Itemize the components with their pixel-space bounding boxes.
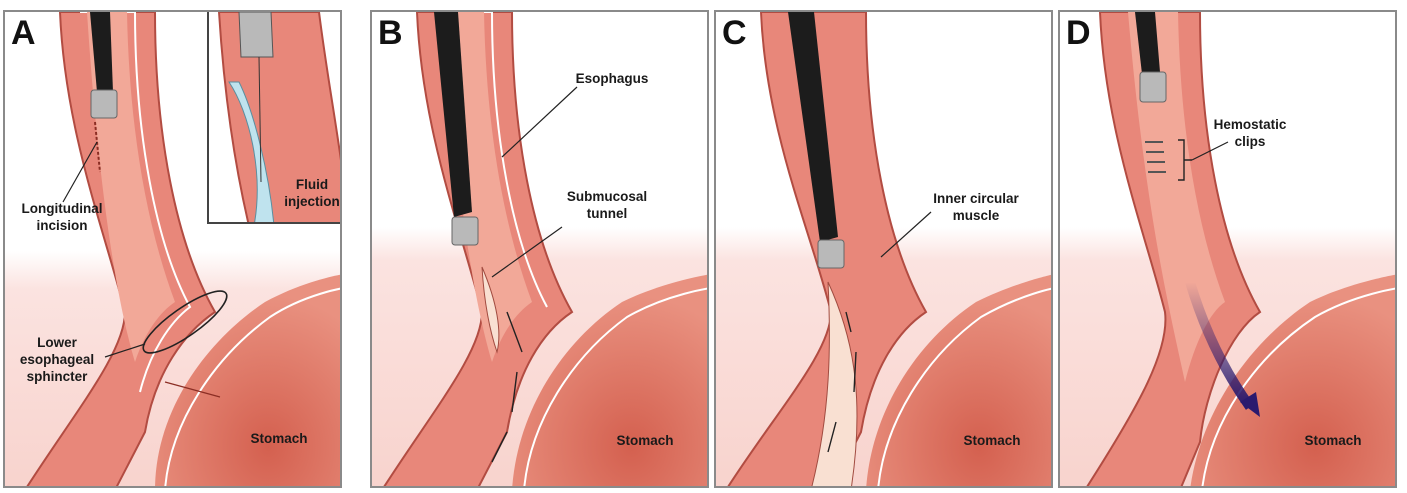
- endoscope-tip: [91, 90, 117, 118]
- panel-letter: A: [11, 16, 36, 50]
- panel-d: D Hemostatic clips Stomach: [1058, 10, 1397, 488]
- incision-label: Longitudinal incision: [7, 200, 117, 234]
- panel-b: B Esophagus Submucosal tunnel Stomach: [370, 10, 709, 488]
- fluid-injection-label: Fluid injection: [277, 176, 342, 210]
- endoscope-tip: [818, 240, 844, 268]
- submucosal-tunnel-label: Submucosal tunnel: [557, 188, 657, 222]
- endoscope-tip: [1140, 72, 1166, 102]
- hemostatic-clips-label: Hemostatic clips: [1200, 116, 1300, 150]
- panel-d-illustration: [1060, 12, 1397, 488]
- stomach-label: Stomach: [605, 432, 685, 449]
- panel-letter: C: [722, 16, 747, 50]
- panel-letter: D: [1066, 16, 1091, 50]
- panel-a: A Fluid injection Longitudinal incision …: [3, 10, 342, 488]
- panel-letter: B: [378, 16, 403, 50]
- stomach-label: Stomach: [952, 432, 1032, 449]
- panel-c-illustration: [716, 12, 1053, 488]
- esophagus-label: Esophagus: [562, 70, 662, 87]
- sphincter-label: Lower esophageal sphincter: [7, 334, 107, 385]
- stomach-label: Stomach: [239, 430, 319, 447]
- panel-c: C Inner circular muscle Stomach: [714, 10, 1053, 488]
- inner-circular-muscle-label: Inner circular muscle: [916, 190, 1036, 224]
- stomach-label: Stomach: [1293, 432, 1373, 449]
- endoscope-tip: [452, 217, 478, 245]
- fluid-injection-inset: Fluid injection: [207, 10, 342, 224]
